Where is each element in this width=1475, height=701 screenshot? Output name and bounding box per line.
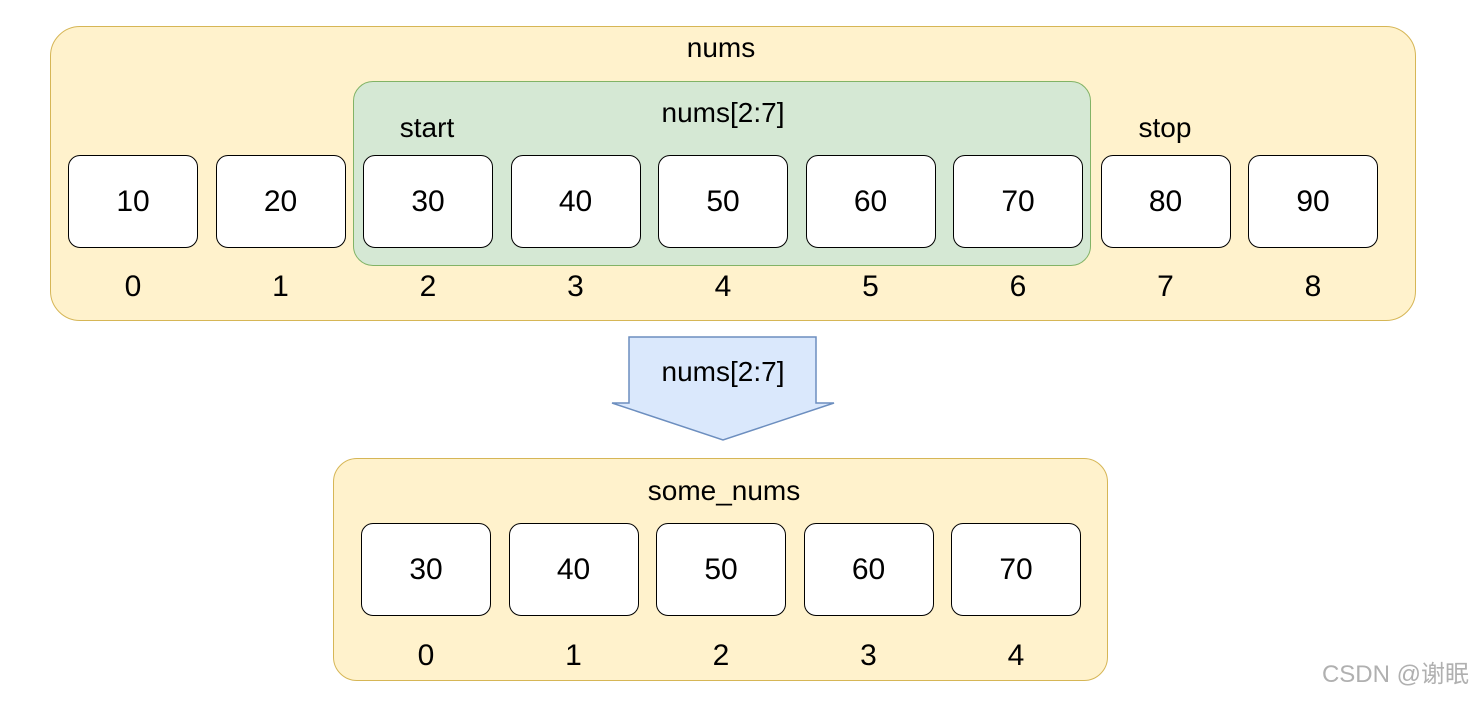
slice-label: nums[2:7] bbox=[661, 97, 785, 128]
some-nums-index: 4 bbox=[1007, 639, 1025, 672]
some-nums-index: 0 bbox=[417, 639, 435, 672]
down-arrow-icon bbox=[611, 336, 835, 441]
nums-index: 5 bbox=[862, 270, 879, 303]
nums-index: 2 bbox=[419, 270, 437, 303]
slice-arrow: nums[2:7] bbox=[610, 336, 836, 442]
nums-index: 3 bbox=[567, 270, 584, 303]
some-nums-title: some_nums bbox=[647, 475, 801, 506]
some-nums-index: 2 bbox=[712, 639, 730, 672]
stop-label: stop bbox=[1138, 112, 1192, 143]
operation-label: nums[2:7] bbox=[661, 356, 785, 387]
some-nums-index: 3 bbox=[860, 639, 877, 672]
some-nums-index: 1 bbox=[565, 639, 582, 672]
nums-index: 4 bbox=[714, 270, 732, 303]
nums-index: 0 bbox=[124, 270, 142, 303]
nums-cell: 60 bbox=[805, 155, 936, 248]
nums-title: nums bbox=[686, 32, 756, 63]
some-nums-cell: 50 bbox=[656, 523, 786, 616]
nums-cell: 90 bbox=[1248, 155, 1378, 248]
nums-cell: 50 bbox=[658, 155, 788, 248]
nums-index: 6 bbox=[1009, 270, 1027, 303]
nums-index: 7 bbox=[1157, 270, 1174, 303]
nums-cell: 40 bbox=[510, 155, 641, 248]
nums-cell: 10 bbox=[68, 155, 198, 248]
nums-cell: 20 bbox=[215, 155, 346, 248]
some-nums-cell: 40 bbox=[508, 523, 639, 616]
nums-cell: 70 bbox=[953, 155, 1083, 248]
nums-cell: 80 bbox=[1100, 155, 1231, 248]
nums-index: 1 bbox=[272, 270, 289, 303]
some-nums-cell: 30 bbox=[361, 523, 491, 616]
nums-cell: 30 bbox=[363, 155, 493, 248]
nums-index: 8 bbox=[1304, 270, 1322, 303]
watermark: CSDN @谢眠 bbox=[1321, 661, 1469, 688]
some-nums-cell: 60 bbox=[803, 523, 934, 616]
some-nums-cell: 70 bbox=[951, 523, 1081, 616]
start-label: start bbox=[399, 112, 455, 143]
